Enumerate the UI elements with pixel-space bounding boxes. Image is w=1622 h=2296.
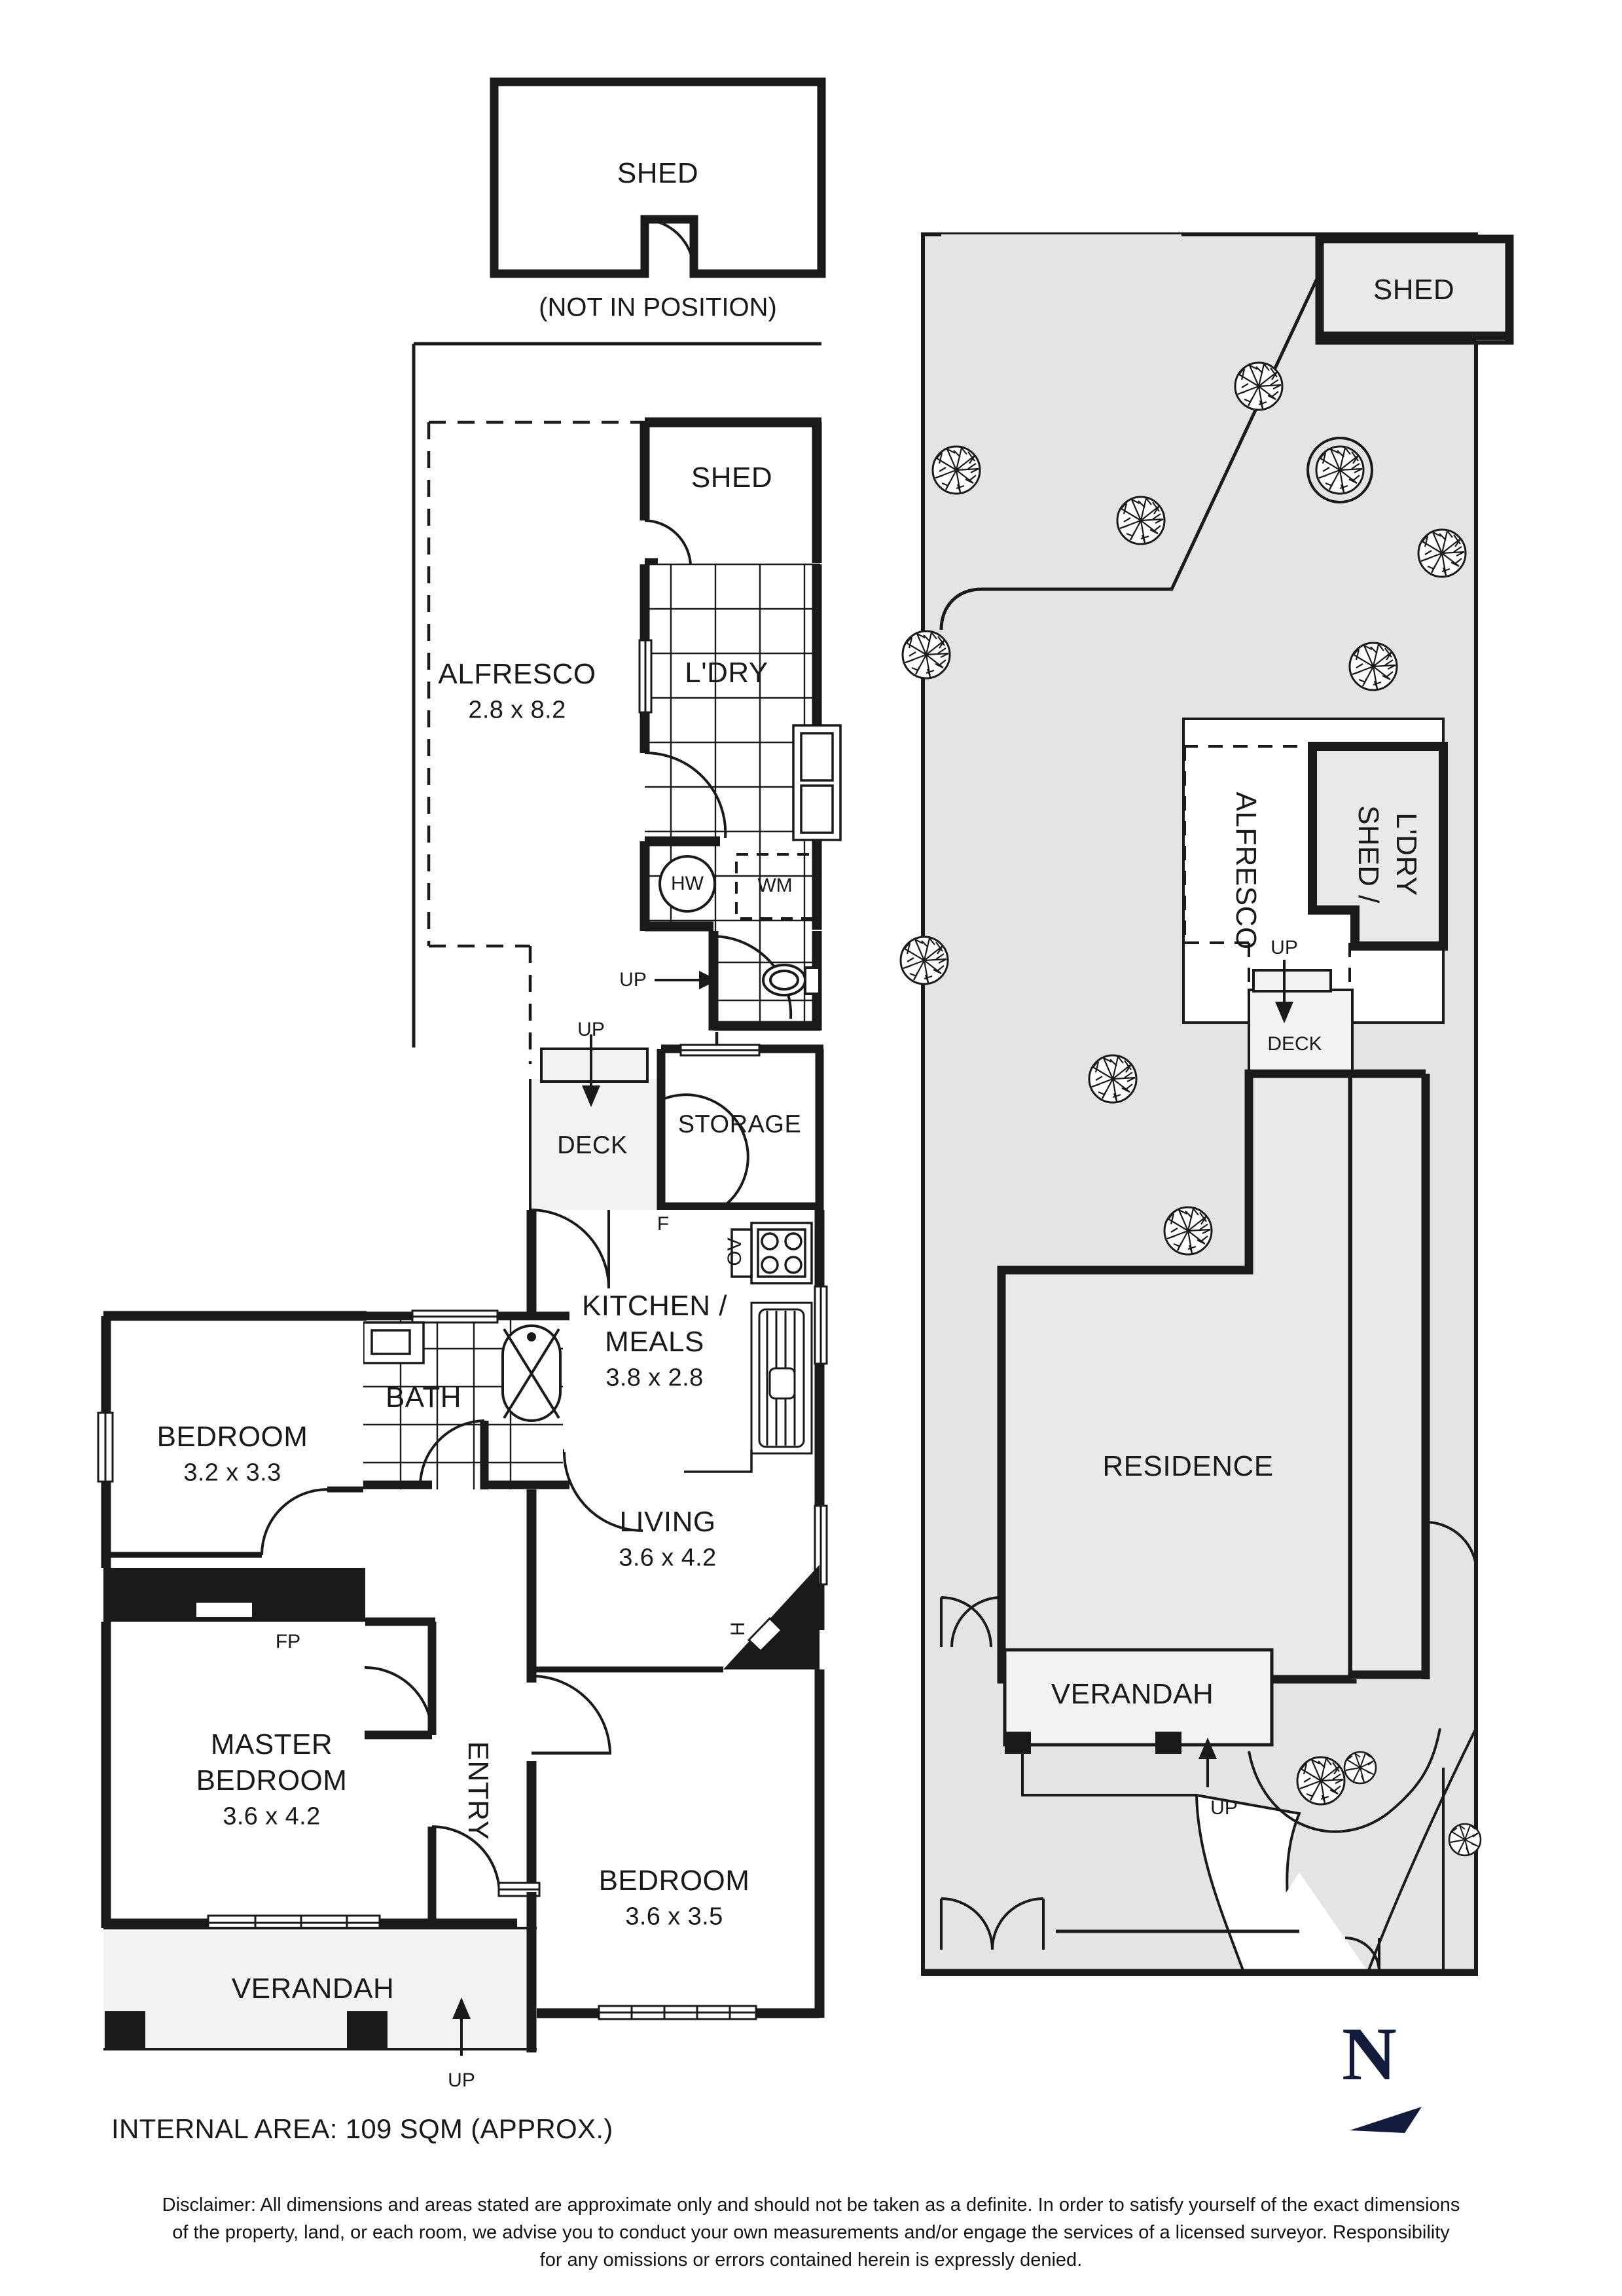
site-deck — [1248, 960, 1354, 1075]
fridge-label: F — [657, 1212, 670, 1235]
bedroom3-room — [526, 1669, 825, 2020]
verandah-label: VERANDAH — [231, 1973, 395, 2005]
master-label-line1: MASTER — [210, 1728, 333, 1761]
window-bedroom2 — [97, 1412, 114, 1483]
up-arrow-site-deck — [1274, 960, 1294, 1024]
disclaimer-line-1: Disclaimer: All dimensions and areas sta… — [162, 2195, 1460, 2215]
site-verandah-label: VERANDAH — [1051, 1678, 1214, 1711]
kitchen-label-line2: MEALS — [605, 1326, 704, 1358]
laundry-label: L'DRY — [685, 657, 768, 689]
hot-water-unit — [658, 855, 716, 913]
site-shed-ldry-line1: SHED / — [1352, 805, 1384, 903]
wc-room — [655, 931, 822, 1031]
site-shed-ldry — [1308, 742, 1448, 951]
site-deck-label: DECK — [1267, 1032, 1322, 1055]
bath-label: BATH — [385, 1381, 462, 1414]
hot-water-label: HW — [671, 872, 704, 894]
master-label-line2: BEDROOM — [196, 1764, 348, 1797]
heater-label: H — [727, 1622, 749, 1636]
cooktop-fixture — [730, 1222, 813, 1285]
sink-fixture — [750, 1302, 813, 1455]
vanity-fixture — [362, 1321, 425, 1364]
verandah-post — [347, 2011, 387, 2049]
living-label: LIVING — [619, 1506, 716, 1539]
disclaimer-line-2: of the property, land, or each room, we … — [172, 2222, 1450, 2243]
laundry-room — [638, 563, 842, 932]
living-dimension: 3.6 x 4.2 — [619, 1544, 717, 1572]
disclaimer-line-3: for any omissions or errors contained he… — [539, 2250, 1083, 2270]
kitchen-dimension: 3.8 x 2.8 — [605, 1364, 704, 1392]
alfresco-label: ALFRESCO — [438, 658, 596, 691]
fireplace-label: FP — [275, 1630, 301, 1652]
master-bedroom-room — [101, 1617, 517, 1931]
attached-shed-walls — [640, 417, 822, 568]
up-arrow-verandah — [452, 1997, 471, 2056]
bedroom2-label: BEDROOM — [156, 1421, 308, 1453]
storage-room — [657, 1044, 824, 1211]
bedroom3-dimension: 3.6 x 3.5 — [625, 1903, 723, 1931]
kitchen-label-line1: KITCHEN / — [581, 1290, 728, 1322]
heater-nook — [723, 1565, 820, 1669]
up-arrow-laundry — [655, 970, 718, 990]
front-garden — [940, 1728, 1477, 1973]
washing-machine-label: WM — [757, 874, 793, 896]
oven-label: OV — [723, 1237, 746, 1266]
verandah-post — [105, 2011, 145, 2049]
shed-label: SHED — [691, 462, 773, 494]
north-pointer-icon — [1350, 2107, 1422, 2133]
verandah-area — [103, 1892, 537, 2056]
deck-label: DECK — [557, 1131, 628, 1159]
window-bedroom3 — [598, 2005, 757, 2020]
bedroom3-label: BEDROOM — [598, 1865, 750, 1897]
bathtub-fixture — [501, 1324, 562, 1422]
site-residence — [997, 1069, 1478, 1684]
site-verandah — [940, 1596, 1274, 1796]
entry-label: ENTRY — [461, 1741, 494, 1840]
storage-label: STORAGE — [677, 1110, 802, 1139]
north-letter: N — [1342, 2013, 1397, 2096]
master-dimension: 3.6 x 4.2 — [223, 1802, 321, 1831]
bedroom2-room — [97, 1311, 367, 1568]
washing-machine — [735, 853, 815, 920]
bedroom2-dimension: 3.2 x 3.3 — [183, 1459, 281, 1487]
living-bedroom-partition — [531, 1666, 723, 1758]
detached-shed-label: SHED — [617, 157, 699, 190]
up-arrow-deck — [581, 1034, 601, 1108]
alfresco-dimension: 2.8 x 8.2 — [468, 696, 566, 724]
site-up-label-verandah: UP — [1210, 1796, 1238, 1819]
up-label-deck: UP — [577, 1018, 605, 1040]
bath-room — [362, 1309, 569, 1489]
site-alfresco-label: ALFRESCO — [1229, 792, 1262, 950]
up-arrow-site-verandah — [1198, 1737, 1217, 1787]
deck-area — [529, 1034, 661, 1210]
site-up-label-deck: UP — [1271, 936, 1298, 958]
site-residence-label: RESIDENCE — [1102, 1450, 1274, 1483]
fireplace-band — [103, 1568, 365, 1622]
detached-shed-caption: (NOT IN POSITION) — [539, 293, 777, 322]
site-plan — [899, 232, 1514, 1976]
site-shed-label: SHED — [1373, 274, 1455, 306]
north-arrow: N — [1342, 2016, 1433, 2141]
kitchen-living-block — [526, 1209, 828, 1683]
bath-tile-grid — [363, 1316, 563, 1489]
internal-area-note: INTERNAL AREA: 109 SQM (APPROX.) — [111, 2113, 613, 2144]
up-label-verandah: UP — [448, 2069, 475, 2091]
tile-grid — [645, 563, 820, 931]
up-label-laundry: UP — [619, 968, 647, 991]
site-shed-ldry-line2: L'DRY — [1390, 812, 1422, 896]
toilet-fixture — [762, 964, 821, 996]
site-trees — [899, 361, 1482, 1857]
detached-shed-outline — [490, 77, 826, 278]
